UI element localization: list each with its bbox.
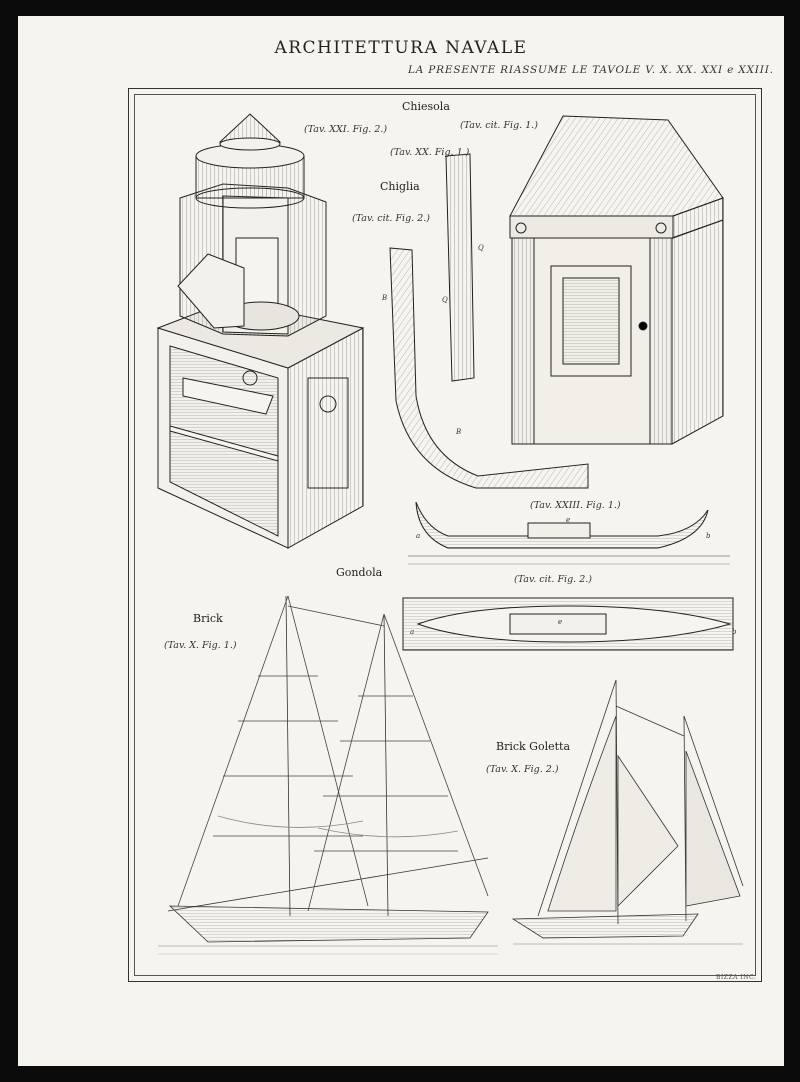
letter-a-gondola: a — [416, 532, 421, 540]
ref-cabin: (Tav. cit. Fig. 1.) — [460, 120, 538, 131]
gondola-plan-figure — [402, 597, 734, 651]
ref-keel-2: (Tav. cit. Fig. 2.) — [352, 213, 430, 224]
label-brick: Brick — [193, 612, 223, 625]
plate-title: ARCHITETTURA NAVALE — [274, 38, 528, 58]
engraving-artwork — [156, 113, 744, 955]
plate-frame-outer — [128, 88, 762, 982]
plate-frame-inner — [134, 94, 756, 976]
plate-subtitle: LA PRESENTE RIASSUME LE TAVOLE V. X. XX.… — [408, 64, 774, 76]
label-chiglia: Chiglia — [380, 180, 420, 193]
label-brick-goletta: Brick Goletta — [496, 740, 571, 753]
binnacle-figure — [156, 113, 365, 549]
label-chiesola: Chiesola — [402, 100, 450, 113]
letter-q-upper: Q — [478, 244, 484, 252]
ref-keel-1: (Tav. XX. Fig. 1.) — [390, 147, 470, 158]
letter-q-lower: Q — [442, 296, 448, 304]
brick-ship-figure — [158, 595, 498, 955]
letter-e-plan: e — [558, 618, 563, 626]
engraver-credit: BIZZA INC. — [716, 974, 757, 981]
label-gondola: Gondola — [336, 566, 383, 579]
gondola-side-figure — [408, 501, 730, 565]
letter-b-keel: B — [382, 294, 388, 302]
letter-b-gondola: b — [706, 532, 711, 540]
ref-brick-goletta: (Tav. X. Fig. 2.) — [486, 764, 559, 775]
keel-figure — [389, 153, 589, 489]
ref-brick: (Tav. X. Fig. 1.) — [164, 640, 237, 651]
ref-gondola-plan: (Tav. cit. Fig. 2.) — [514, 574, 592, 585]
ref-binnacle: (Tav. XXI. Fig. 2.) — [304, 124, 388, 135]
plate-sheet: ARCHITETTURA NAVALE LA PRESENTE RIASSUME… — [18, 16, 784, 1066]
letter-a-plan: a — [410, 628, 415, 636]
letter-b-plan: b — [732, 628, 737, 636]
ref-gondola-side: (Tav. XXIII. Fig. 1.) — [530, 500, 621, 511]
letter-e-gondola: e — [566, 516, 571, 524]
cabin-figure — [509, 115, 724, 445]
letter-b-keel-lower: B — [456, 428, 462, 436]
brick-goletta-figure — [511, 679, 744, 945]
